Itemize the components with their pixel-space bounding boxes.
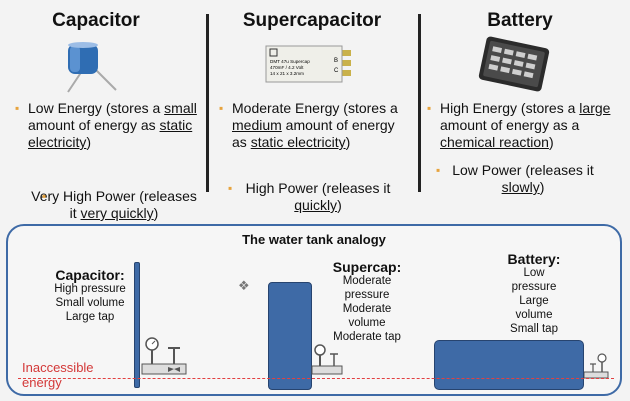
text-run: High Energy (stores a <box>440 100 580 116</box>
battery-valve-icon <box>584 353 609 379</box>
bullet-icon: ▪ <box>15 101 20 115</box>
text-run: ) <box>337 197 342 213</box>
supercapacitor-bullet-energy: ▪ Moderate Energy (stores a medium amoun… <box>219 100 408 151</box>
text-run: ) <box>548 134 554 150</box>
text-run: amount of energy as a <box>440 117 580 133</box>
capacitor-tank-line-3: Large tap <box>65 311 115 323</box>
text-run: Moderate Energy (stores a <box>232 100 398 116</box>
text-run: Low Power (releases it <box>452 162 594 178</box>
divider-left <box>206 14 209 192</box>
underlined-text: chemical reaction <box>440 134 549 150</box>
underlined-text: large <box>579 100 611 116</box>
supercap-valve-icon <box>311 344 343 375</box>
supercapacitor-image: B C DMT 47u Supercap 470mF / 4.2 Volt 14… <box>265 45 351 83</box>
inaccessible-line-2: energy <box>22 375 62 390</box>
supercap-label-1: DMT 47u Supercap <box>270 59 310 64</box>
supercap-tank-line-1: Moderate <box>342 275 392 287</box>
inaccessible-line-1: Inaccessible <box>22 360 94 375</box>
supercap-tank <box>268 282 312 390</box>
sparkle-icon: ❖ <box>238 278 250 293</box>
water-tank-panel: The water tank analogy Capacitor: High p… <box>6 224 622 396</box>
text-run: Very High Power (releases it <box>31 188 197 221</box>
divider-right <box>418 14 421 192</box>
underlined-text: static electricity <box>250 134 346 150</box>
inaccessible-energy-line <box>18 378 614 379</box>
text-run: Low Energy (stores a <box>28 100 165 116</box>
bullet-icon: ▪ <box>436 163 441 177</box>
text-run: ) <box>539 179 545 195</box>
supercap-tank-line-5: Moderate tap <box>333 331 401 343</box>
text-run: amount of energy as <box>232 117 395 150</box>
battery-bullet-energy: ▪ High Energy (stores a large amount of … <box>427 100 616 151</box>
battery-tank-name: Battery: <box>507 251 561 267</box>
text-run: ) <box>153 205 159 221</box>
bullet-icon: ▪ <box>42 189 47 203</box>
supercap-tank-line-2: pressure <box>344 289 390 301</box>
svg-text:B: B <box>334 58 338 64</box>
supercap-tank-line-3: Moderate <box>342 303 392 315</box>
bullet-icon: ▪ <box>219 101 224 115</box>
battery-tank-line-5: Small tap <box>510 323 558 335</box>
text-run: High Power (releases it <box>245 180 391 196</box>
underlined-text: static electricity <box>28 117 193 150</box>
underlined-text: quickly <box>294 197 338 213</box>
svg-text:C: C <box>334 68 339 74</box>
battery-tank-line-2: pressure <box>511 281 557 293</box>
supercapacitor-bullet-energy-text: Moderate Energy (stores a medium amount … <box>232 100 398 150</box>
underlined-text: very quickly <box>80 205 154 221</box>
bullet-icon: ▪ <box>427 101 432 115</box>
supercapacitor-bullet-power-text: High Power (releases it quickly) <box>246 180 391 213</box>
battery-tank-label: Battery: Low pressure Large volume Small… <box>494 252 574 336</box>
capacitor-tank-line-2: Small volume <box>55 297 125 309</box>
capacitor-bullet-energy-text: Low Energy (stores a small amount of ene… <box>28 100 197 150</box>
battery-bullet-power: ▪ Low Power (releases it slowly) <box>436 162 598 196</box>
supercap-tank-name: Supercap: <box>332 259 402 275</box>
capacitor-bullet-power-text: Very High Power (releases it very quickl… <box>31 188 197 221</box>
supercap-label-2: 470mF / 4.2 Volt <box>270 65 304 70</box>
battery-bullet-power-text: Low Power (releases it slowly) <box>452 162 594 195</box>
capacitor-title: Capacitor <box>52 10 140 31</box>
supercapacitor-bullet-power: ▪ High Power (releases it quickly) <box>228 180 398 214</box>
battery-tank-line-3: Large <box>519 295 549 307</box>
capacitor-tank-label: Capacitor: High pressure Small volume La… <box>30 268 150 324</box>
text-run: amount of energy as <box>28 117 160 133</box>
supercap-tank-line-4: volume <box>348 317 386 329</box>
battery-tank-line-4: volume <box>515 309 553 321</box>
battery-image <box>478 36 550 92</box>
supercap-label-3: 14 x 21 x 3.2mm <box>270 71 304 76</box>
underlined-text: medium <box>232 117 282 133</box>
supercap-tank-label: Supercap: Moderate pressure Moderate vol… <box>320 260 414 344</box>
bullet-icon: ▪ <box>228 181 233 195</box>
text-run: ) <box>86 134 92 150</box>
underlined-text: slowly <box>501 179 540 195</box>
capacitor-tank-line-1: High pressure <box>54 283 126 295</box>
capacitor-valve-icon <box>141 337 187 375</box>
supercapacitor-title: Supercapacitor <box>242 10 382 31</box>
battery-bullet-energy-text: High Energy (stores a large amount of en… <box>440 100 610 150</box>
battery-tank-line-1: Low <box>523 267 545 279</box>
capacitor-image <box>67 42 117 93</box>
capacitor-bullet-energy: ▪ Low Energy (stores a small amount of e… <box>15 100 198 151</box>
battery-tank <box>434 340 584 390</box>
capacitor-tank-name: Capacitor: <box>55 267 125 283</box>
capacitor-tank <box>134 262 140 388</box>
text-run: ) <box>345 134 351 150</box>
underlined-text: small <box>164 100 197 116</box>
capacitor-bullet-power: ▪ Very High Power (releases it very quic… <box>28 188 200 222</box>
inaccessible-energy-label: Inaccessible energy <box>22 360 94 390</box>
battery-title: Battery <box>487 10 553 31</box>
analogy-title: The water tank analogy <box>242 232 386 247</box>
